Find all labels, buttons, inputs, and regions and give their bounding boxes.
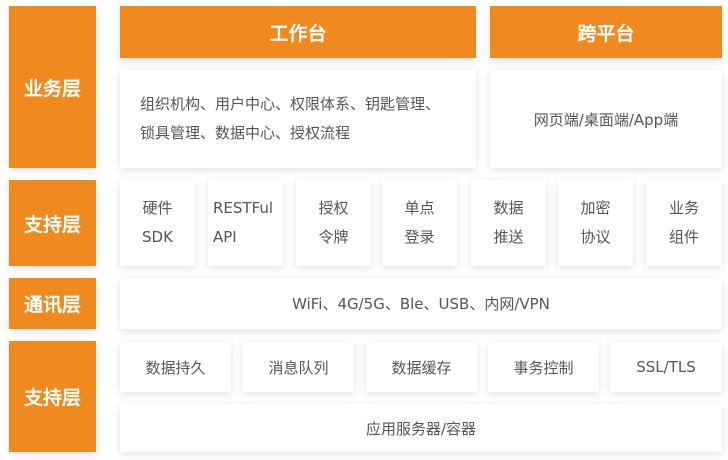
support-item: 授权令牌 [296,180,371,266]
support-item-line: 数据 [493,199,524,217]
support-item-line: API [213,228,237,246]
cross-platform-text: 网页端/桌面端/App端 [533,110,679,129]
layer-label-text: 支持层 [23,387,81,409]
workbench-header: 工作台 [120,6,476,58]
workbench-line: 锁具管理、数据中心、授权流程 [140,124,351,142]
workbench-line: 组织机构、用户中心、权限体系、钥匙管理、 [140,95,441,113]
communication-content: WiFi、4G/5G、Ble、USB、内网/VPN [120,278,722,329]
infra-item: 事务控制 [488,342,599,392]
support-item-line: 加密 [580,199,611,217]
support-item-line: 协议 [580,228,611,246]
support-item: 硬件 SDK [120,180,195,266]
support-item-line: 业务 [668,199,699,217]
infra-item: 消息队列 [243,342,354,392]
infra-item: 数据持久 [120,342,231,392]
infra-item-text: SSL/TLS [636,358,696,376]
support-item: 单点登录 [382,180,457,266]
workbench-title: 工作台 [269,22,327,45]
support-item-line: 组件 [668,228,699,246]
infra-item-text: 数据缓存 [391,358,452,377]
cross-platform-header: 跨平台 [490,6,722,58]
support-item: 业务组件 [646,180,722,266]
support-item-line: 单点 [404,199,435,217]
infra-item-text: 消息队列 [268,358,329,377]
app-server-text: 应用服务器/容器 [365,419,477,438]
layer-label-text: 通讯层 [23,294,81,316]
support-item: 数据推送 [471,180,546,266]
layer-label-text: 业务层 [23,77,81,100]
support-item: 加密协议 [558,180,633,266]
layer-label-business: 业务层 [9,6,96,168]
app-server-container: 应用服务器/容器 [120,404,722,452]
layer-label-support: 支持层 [9,180,96,266]
support-item-line: SDK [142,228,173,246]
infra-item: 数据缓存 [366,342,477,392]
infra-item-text: 事务控制 [513,358,574,377]
layer-label-communication: 通讯层 [9,278,96,329]
cross-platform-content: 网页端/桌面端/App端 [490,70,722,168]
cross-platform-title: 跨平台 [577,22,635,45]
support-item-line: 登录 [404,228,435,246]
support-item-line: 令牌 [318,228,349,246]
support-item-line: 授权 [318,199,349,217]
infra-item-text: 数据持久 [145,358,206,377]
infra-item: SSL/TLS [610,342,722,392]
support-item-line: 推送 [493,228,524,246]
layer-label-infrastructure: 支持层 [9,341,96,452]
support-item-line: 硬件 [142,199,173,217]
layer-label-text: 支持层 [23,213,81,236]
support-item-line: RESTFul [213,199,274,217]
communication-text: WiFi、4G/5G、Ble、USB、内网/VPN [292,295,550,313]
workbench-content: 组织机构、用户中心、权限体系、钥匙管理、 锁具管理、数据中心、授权流程 [120,70,476,168]
